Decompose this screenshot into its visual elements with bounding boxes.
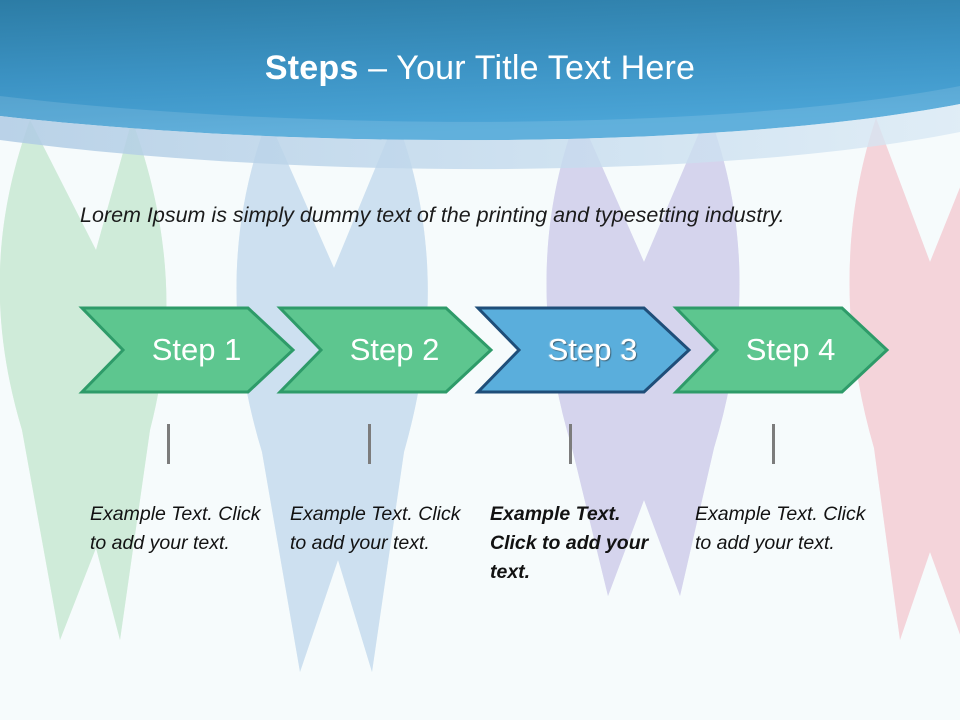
vertical-connector-icon-1 [167,424,170,464]
step-chevron-2[interactable]: Step 2 [276,306,494,394]
page-title-strong: Steps [264,49,359,87]
step-captions: Example Text. Click to add your text. Ex… [0,500,960,610]
step-chevron-3[interactable]: Step 3 [474,306,692,394]
step-chevron-label-4: Step 4 [745,332,836,367]
vertical-connector-icon-4 [772,424,775,464]
step-caption-1[interactable]: Example Text. Click to add your text. [90,503,261,554]
step-chevron-4[interactable]: Step 4 [672,306,890,394]
step-chevron-label-1: Step 1 [151,332,242,367]
step-chevron-label-2: Step 2 [349,332,440,367]
vertical-connector-icon-2 [368,424,371,464]
step-chevron-1[interactable]: Step 1 [78,306,296,394]
step-caption-3[interactable]: Example Text. Click to add your text. [490,503,649,583]
connector-ticks [0,424,960,466]
vertical-connector-icon-3 [569,424,572,464]
page-title: Steps – Your Title Text Here [0,47,960,89]
step-chevron-label-3: Step 3 [547,332,638,367]
page-title-rest: – Your Title Text Here [358,49,696,87]
body-paragraph: Lorem Ipsum is simply dummy text of the … [80,203,785,227]
steps-chevron-row: Step 1 Step 2 Step 3 Step 4 [0,306,960,396]
step-caption-4[interactable]: Example Text. Click to add your text. [695,503,866,554]
step-caption-2[interactable]: Example Text. Click to add your text. [290,503,461,554]
header-banner [0,0,960,180]
